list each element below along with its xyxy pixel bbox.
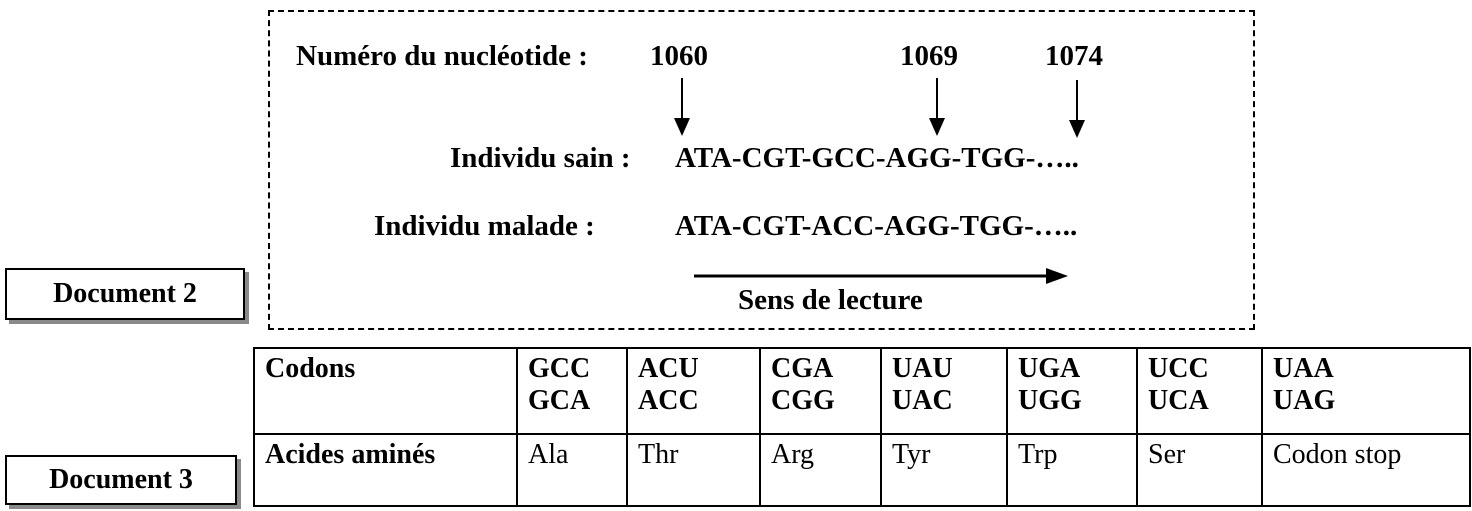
codon-table: Codons GCC GCA ACU ACC CGA CGG UAU UAC U…	[253, 347, 1471, 507]
amino-acid-cell: Thr	[626, 433, 761, 507]
codons-row: Codons GCC GCA ACU ACC CGA CGG UAU UAC U…	[253, 347, 1471, 435]
position-1069: 1069	[900, 40, 958, 72]
codon: UAC	[892, 385, 953, 416]
codon-cell: UGA UGG	[1006, 347, 1138, 435]
codon: GCC	[528, 353, 591, 384]
codon: GCA	[528, 385, 591, 416]
amino-acid-cell: Ser	[1136, 433, 1263, 507]
document-3-label: Document 3	[5, 455, 237, 505]
amino-acid-cell: Codon stop	[1261, 433, 1471, 507]
position-1074: 1074	[1045, 40, 1103, 72]
sick-sequence: ATA-CGT-ACC-AGG-TGG-…..	[675, 210, 1078, 242]
healthy-sequence: ATA-CGT-GCC-AGG-TGG-…..	[675, 142, 1079, 174]
codon: UGA	[1018, 353, 1081, 384]
codon-cell: UAU UAC	[880, 347, 1008, 435]
codon: UAG	[1273, 385, 1336, 416]
codon: UCC	[1148, 353, 1209, 384]
codon-cell: CGA CGG	[759, 347, 882, 435]
codon-cell: ACU ACC	[626, 347, 761, 435]
codon: UAU	[892, 353, 953, 384]
codon-cell: UCC UCA	[1136, 347, 1263, 435]
codon: CGG	[771, 385, 835, 416]
reading-direction-label: Sens de lecture	[738, 284, 923, 316]
codon: UCA	[1148, 385, 1209, 416]
codon: CGA	[771, 353, 834, 384]
codon-cell: GCC GCA	[516, 347, 628, 435]
document-2-label: Document 2	[5, 268, 245, 320]
codons-header: Codons	[253, 347, 518, 435]
nucleotide-number-label: Numéro du nucléotide :	[296, 40, 588, 72]
healthy-individual-label: Individu sain :	[450, 142, 631, 174]
codon: ACU	[638, 353, 699, 384]
position-1060: 1060	[650, 40, 708, 72]
sick-individual-label: Individu malade :	[374, 210, 595, 242]
amino-acid-cell: Arg	[759, 433, 882, 507]
codon: ACC	[638, 385, 699, 416]
amino-acid-cell: Ala	[516, 433, 628, 507]
codon: UGG	[1018, 385, 1082, 416]
document-2-frame	[268, 10, 1255, 330]
amino-acids-header: Acides aminés	[253, 433, 518, 507]
codon: UAA	[1273, 353, 1334, 384]
codon-cell: UAA UAG	[1261, 347, 1471, 435]
amino-acids-row: Acides aminés Ala Thr Arg Tyr Trp Ser Co…	[253, 433, 1471, 507]
amino-acid-cell: Tyr	[880, 433, 1008, 507]
amino-acid-cell: Trp	[1006, 433, 1138, 507]
